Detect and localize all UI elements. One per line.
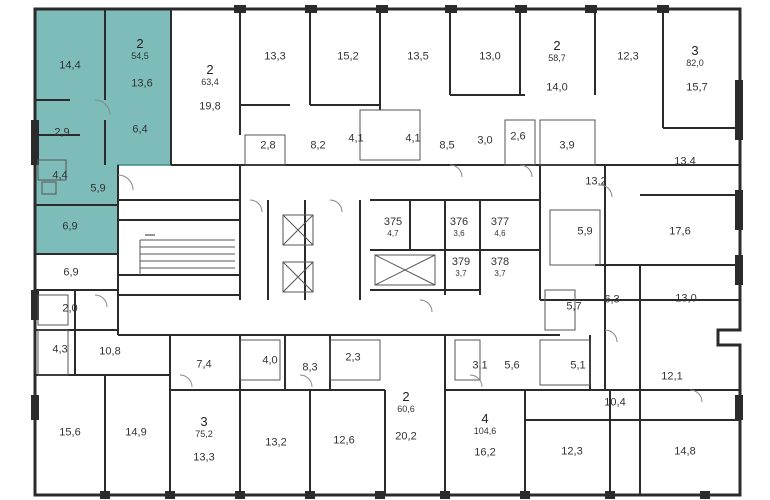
storage-number: 378 <box>490 256 510 268</box>
room-area-label: 5,7 <box>566 300 582 313</box>
storage-number: 376 <box>449 216 469 228</box>
room-area-label: 6,9 <box>62 220 78 233</box>
room-area-label: 13,4 <box>674 155 696 168</box>
room-area-label: 12,3 <box>617 50 639 63</box>
room-area-label: 12,6 <box>333 434 355 447</box>
room-area-label: 5,6 <box>504 359 520 372</box>
room-area-label: 10,4 <box>604 396 626 409</box>
room-area-label: 6,3 <box>604 293 620 306</box>
apartment-rooms: 2 <box>402 389 410 404</box>
apartment-total-area: 104,6 <box>473 426 497 436</box>
storage-size: 4,7 <box>387 229 399 238</box>
room-area-label: 16,2 <box>474 446 496 459</box>
room-area-label: 2,3 <box>345 351 361 364</box>
fixtures <box>37 109 601 386</box>
room-area-label: 3,9 <box>559 139 575 152</box>
room-area-label: 12,3 <box>561 445 583 458</box>
room-area-label: 19,8 <box>199 100 221 113</box>
room-area-label: 13,0 <box>675 292 697 305</box>
room-area-label: 13,0 <box>479 50 501 63</box>
room-area-label: 3,1 <box>472 359 488 372</box>
interior-walls <box>35 9 740 495</box>
apartment-total-area: 60,6 <box>397 404 415 414</box>
room-area-label: 5,1 <box>570 359 586 372</box>
room-area-label: 8,2 <box>310 139 326 152</box>
room-area-label: 13,5 <box>407 50 429 63</box>
storage-number: 377 <box>490 216 510 228</box>
room-area-label: 15,6 <box>59 426 81 439</box>
room-area-label: 15,7 <box>686 81 708 94</box>
room-area-label: 20,2 <box>395 430 417 443</box>
apartment-rooms: 2 <box>206 62 214 77</box>
apartment-rooms: 3 <box>200 414 208 429</box>
room-area-label: 8,5 <box>439 139 455 152</box>
storage-number: 375 <box>383 216 403 228</box>
room-area-label: 13,3 <box>193 451 215 464</box>
storage-size: 3,7 <box>455 269 467 278</box>
apartment-total-area: 63,4 <box>201 77 219 87</box>
room-area-label: 15,2 <box>337 50 359 63</box>
room-area-label: 2,9 <box>54 126 70 139</box>
room-area-label: 2,0 <box>62 302 78 315</box>
storage-size: 4,6 <box>494 229 506 238</box>
apartment-rooms: 2 <box>136 36 144 51</box>
room-area-label: 13,6 <box>131 77 153 90</box>
room-area-label: 14,8 <box>674 445 696 458</box>
room-area-label: 13,3 <box>264 50 286 63</box>
room-area-label: 14,9 <box>125 426 147 439</box>
room-area-label: 4,3 <box>52 343 68 356</box>
room-area-label: 7,4 <box>196 358 212 371</box>
room-area-label: 8,3 <box>302 361 318 374</box>
room-area-label: 6,4 <box>132 123 148 136</box>
apartment-total-area: 58,7 <box>548 53 566 63</box>
room-area-label: 2,8 <box>260 139 276 152</box>
room-area-label: 2,6 <box>510 130 526 143</box>
storage-size: 3,7 <box>494 269 506 278</box>
apartment-total-area: 75,2 <box>195 429 213 439</box>
apartment-rooms: 4 <box>481 411 489 426</box>
apartment-rooms: 3 <box>691 43 699 58</box>
room-area-label: 12,1 <box>661 370 683 383</box>
room-area-label: 4,4 <box>52 169 68 182</box>
room-area-label: 10,8 <box>99 345 121 358</box>
room-area-label: 5,9 <box>90 182 106 195</box>
room-area-label: 3,0 <box>477 134 493 147</box>
apartment-total-area: 54,5 <box>131 51 149 61</box>
door-swings <box>94 99 703 403</box>
room-area-label: 5,9 <box>577 225 593 238</box>
room-area-label: 4,1 <box>405 132 421 145</box>
apartment-rooms: 2 <box>553 38 561 53</box>
staircase <box>139 234 235 275</box>
room-area-label: 17,6 <box>669 225 691 238</box>
room-area-label: 4,0 <box>262 354 278 367</box>
room-area-label: 13,2 <box>585 175 607 188</box>
room-area-label: 13,2 <box>265 436 287 449</box>
apartment-total-area: 82,0 <box>686 58 704 68</box>
room-area-label: 14,4 <box>59 59 81 72</box>
storage-number: 379 <box>451 256 471 268</box>
room-area-label: 6,9 <box>63 266 79 279</box>
room-area-label: 4,1 <box>348 132 364 145</box>
room-area-label: 14,0 <box>546 81 568 94</box>
storage-size: 3,6 <box>453 229 465 238</box>
